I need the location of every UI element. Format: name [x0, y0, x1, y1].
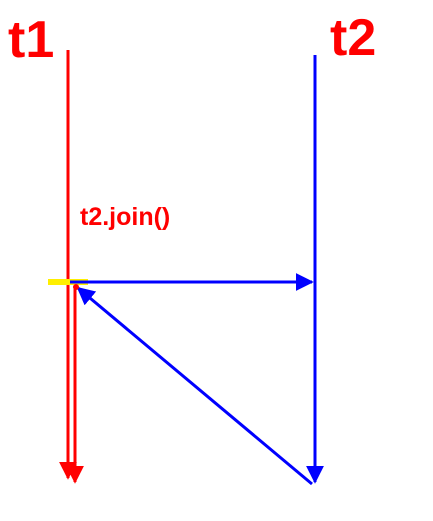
- thread-t1-label: t1: [8, 11, 55, 69]
- join-highlight: [48, 279, 88, 285]
- join-point-dot: [73, 284, 79, 290]
- thread-t2-label: t2: [330, 9, 377, 67]
- join-call-label: t2.join(): [80, 203, 171, 231]
- join-return-arrow: [76, 286, 313, 486]
